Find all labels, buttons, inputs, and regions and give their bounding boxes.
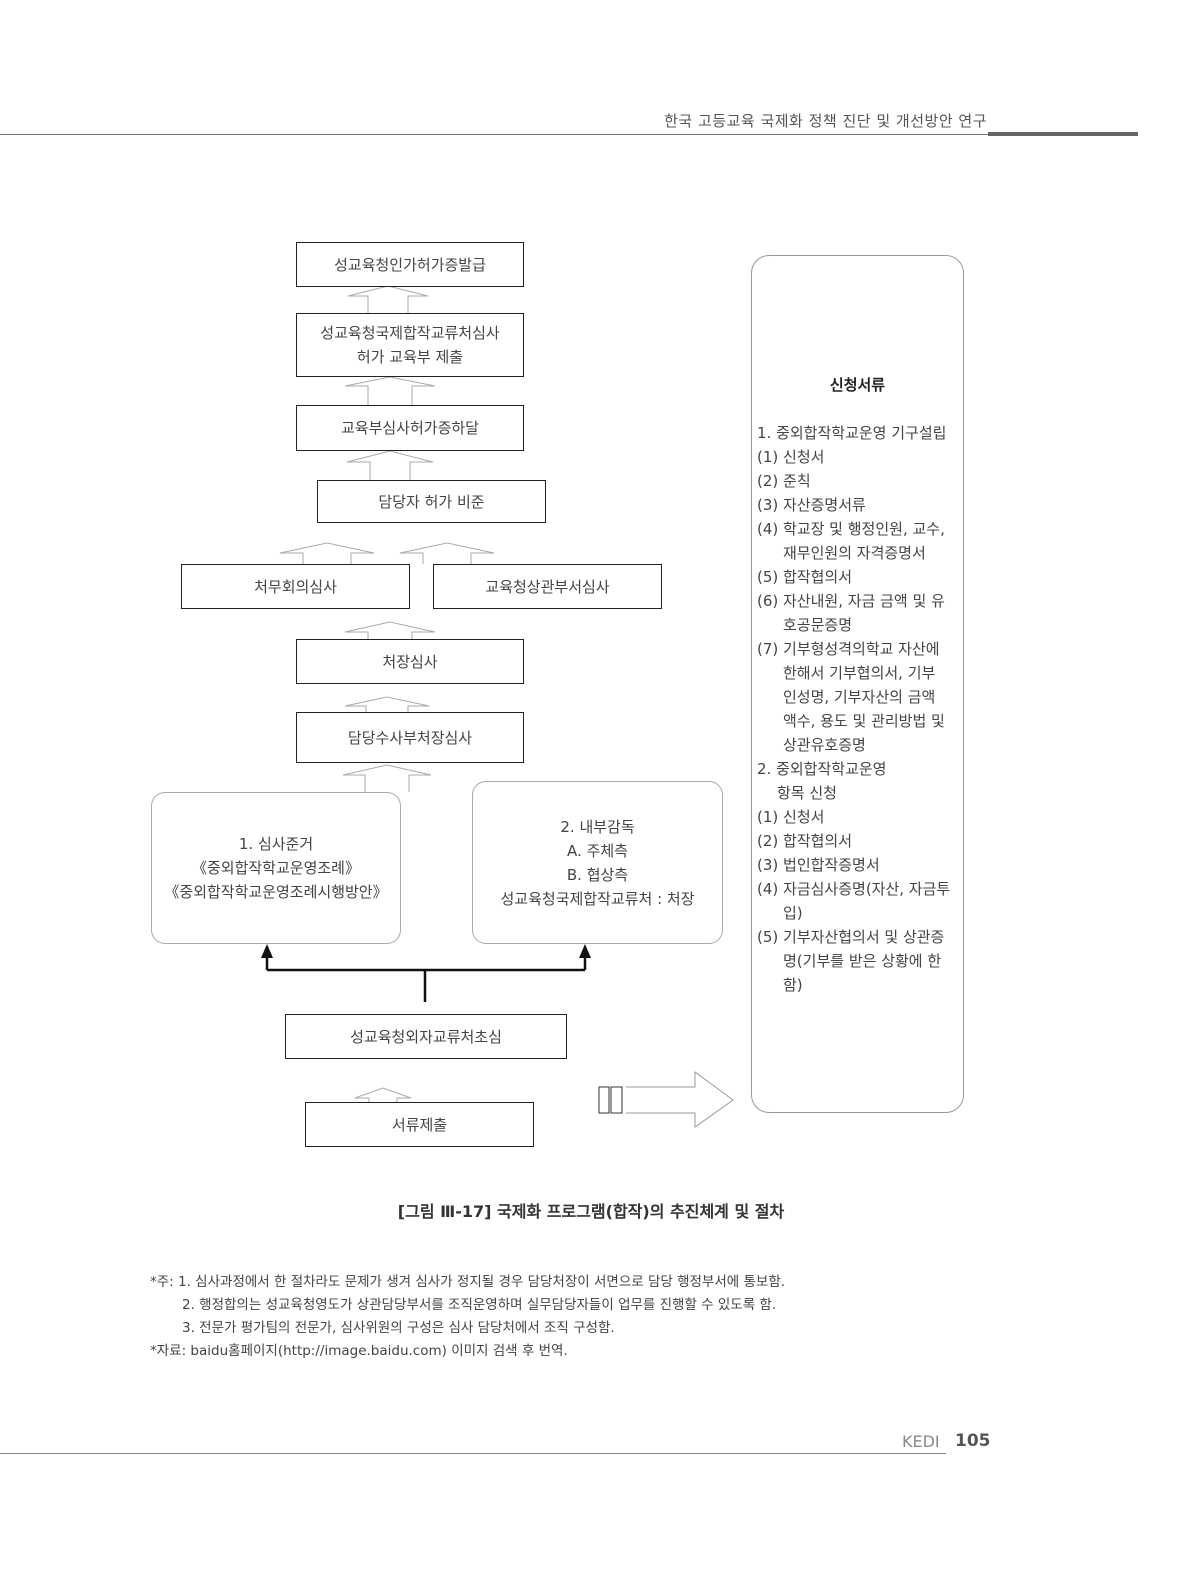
document-item: 액수, 용도 및 관리방법 및 — [783, 712, 945, 730]
document-item: (2) 합작협의서 — [757, 832, 853, 850]
header-rule — [0, 134, 988, 135]
figure-caption: [그림 Ⅲ-17] 국제화 프로그램(합작)의 추진체계 및 절차 — [397, 1202, 785, 1221]
step-label: 허가 교육부 제출 — [356, 348, 464, 366]
hollow-up-arrow-icon — [346, 450, 434, 480]
step-label: 교육청상관부서심사 — [485, 577, 610, 596]
hollow-up-arrow-icon — [342, 764, 432, 792]
document-item: (1) 신청서 — [757, 448, 825, 466]
criteria-line: 1. 심사준거 — [238, 835, 314, 853]
document-item: 입) — [783, 904, 803, 922]
document-item: (2) 준칙 — [757, 472, 811, 490]
step-label: 서류제출 — [391, 1115, 448, 1134]
document-item: (1) 신청서 — [757, 808, 825, 826]
document-item: (6) 자산내원, 자금 금액 및 유 — [757, 592, 945, 610]
document-item: 인성명, 기부자산의 금액 — [783, 688, 936, 706]
document-item: (7) 기부형성격의학교 자산에 — [757, 640, 940, 658]
figure-notes: *주: 1. 심사과정에서 한 절차라도 문제가 생겨 심사가 정지될 경우 담… — [150, 1271, 785, 1363]
document-item: (4) 학교장 및 행정인원, 교수, — [757, 520, 945, 538]
header-rule-accent — [988, 132, 1138, 136]
document-item: (5) 기부자산협의서 및 상관증 — [757, 928, 945, 946]
step-initial-review: 성교육청외자교류처초심 — [285, 1014, 567, 1059]
hollow-up-arrow-icon — [344, 696, 430, 712]
step-issue-license: 성교육청인가허가증발급 — [296, 242, 524, 287]
note-line: 2. 행정합의는 성교육청영도가 상관담당부서를 조직운영하며 실무담당자들이 … — [182, 1297, 777, 1313]
step-label: 성교육청국제합작교류처심사 — [320, 324, 500, 342]
step-label: 처무회의심사 — [254, 577, 337, 596]
document-item: 2. 중외합작학교운영 — [757, 760, 887, 778]
footer-rule — [0, 1453, 946, 1454]
document-item: 호공문증명 — [783, 616, 853, 634]
running-header: 한국 고등교육 국제화 정책 진단 및 개선방안 연구 — [664, 112, 987, 130]
hollow-up-arrow-icon — [354, 1087, 412, 1102]
document-item: 상관유호증명 — [783, 736, 866, 754]
step-office-meeting: 처무회의심사 — [181, 564, 410, 609]
document-item: (3) 자산증명서류 — [757, 496, 866, 514]
arrow-tail-bar — [598, 1086, 610, 1114]
source-line: *자료: baidu홈페이지(http://image.baidu.com) 이… — [150, 1343, 568, 1359]
step-label: 교육부심사허가증하달 — [340, 419, 479, 437]
document-item: 한해서 기부협의서, 기부 — [783, 664, 936, 682]
branch-connector — [265, 955, 587, 1002]
hollow-up-arrow-icon — [399, 542, 495, 564]
oversight-line: A. 주체측 — [567, 841, 628, 860]
oversight-line: 2. 내부감독 — [560, 817, 635, 836]
note-line: *주: 1. 심사과정에서 한 절차라도 문제가 생겨 심사가 정지될 경우 담… — [150, 1274, 786, 1290]
note-line: 3. 전문가 평가팀의 전문가, 심사위원의 구성은 심사 담당처에서 조직 구… — [182, 1320, 615, 1336]
hollow-up-arrow-icon — [344, 621, 436, 639]
hollow-up-arrow-icon — [344, 376, 436, 405]
step-deputy-director-review: 담당수사부처장심사 — [296, 712, 524, 763]
document-item: (4) 자금심사증명(자산, 자금투 — [757, 880, 951, 898]
criteria-line: 《중외합작학교운영조례》 — [191, 859, 360, 877]
internal-oversight-box: 2. 내부감독 A. 주체측 B. 협상측 성교육청국제합작교류처 : 처장 — [472, 781, 723, 944]
required-documents-panel — [751, 255, 964, 1113]
oversight-line: B. 협상측 — [566, 865, 629, 884]
hollow-right-arrow-icon — [626, 1071, 734, 1128]
document-item: 명(기부를 받은 상황에 한 — [783, 952, 942, 970]
document-item: 1. 중외합작학교운영 기구설립 — [757, 424, 947, 442]
step-director-review: 처장심사 — [296, 639, 524, 684]
footer-brand: KEDI — [902, 1432, 940, 1451]
document-item: (3) 법인합작증명서 — [757, 856, 880, 874]
arrowhead-up-icon — [261, 944, 273, 958]
step-label: 처장심사 — [382, 652, 438, 671]
documents-list: 1. 중외합작학교운영 기구설립 (1) 신청서 (2) 준칙 (3) 자산증명서류 (… — [757, 421, 961, 997]
step-related-dept-review: 교육청상관부서심사 — [433, 564, 662, 609]
arrow-tail-bar — [610, 1086, 623, 1114]
oversight-line: 성교육청국제합작교류처 : 처장 — [500, 889, 695, 908]
arrowhead-up-icon — [579, 944, 591, 958]
panel-title: 신청서류 — [829, 376, 886, 394]
step-label: 성교육청인가허가증발급 — [334, 255, 486, 274]
hollow-up-arrow-icon — [279, 542, 375, 564]
step-label: 담당수사부처장심사 — [347, 728, 473, 747]
hollow-up-arrow-icon — [347, 285, 429, 313]
criteria-line: 《중외합작학교운영조례시행방안》 — [164, 883, 388, 901]
document-item: 함) — [783, 976, 803, 994]
document-item: 항목 신청 — [777, 784, 837, 802]
step-submit-documents: 서류제출 — [305, 1102, 534, 1147]
page-number: 105 — [955, 1431, 991, 1451]
document-item: (5) 합작협의서 — [757, 568, 853, 586]
document-item: 재무인원의 자격증명서 — [783, 544, 926, 562]
review-criteria-box: 1. 심사준거 《중외합작학교운영조례》 《중외합작학교운영조례시행방안》 — [151, 792, 401, 944]
step-label: 담당자 허가 비준 — [378, 492, 485, 511]
step-officer-approval: 담당자 허가 비준 — [317, 480, 546, 523]
step-ministry-approval: 교육부심사허가증하달 — [296, 405, 524, 451]
step-label: 성교육청외자교류처초심 — [350, 1027, 502, 1046]
